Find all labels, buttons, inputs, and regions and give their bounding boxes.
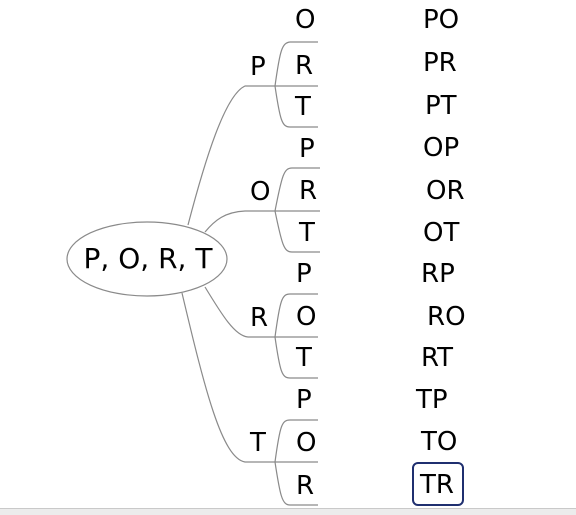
result-pr[interactable]: PR [423,48,457,78]
root-edge-p [187,85,275,226]
r-edge-t [274,336,318,379]
r-child-t-label[interactable]: T [296,343,312,373]
p-edge-t [274,85,318,128]
root-edge-o [204,210,275,233]
branch-r-label[interactable]: R [250,303,269,333]
r-edge-p [274,293,318,338]
t-child-o-label[interactable]: O [296,428,317,458]
result-op[interactable]: OP [423,133,460,163]
result-po[interactable]: PO [423,5,460,35]
branch-t-label[interactable]: T [250,428,266,458]
p-child-t-label[interactable]: T [295,92,311,122]
p-child-r-label[interactable]: R [295,51,314,81]
r-child-o-label[interactable]: O [296,302,317,332]
result-tp[interactable]: TP [416,385,448,415]
root-edge-r [204,286,275,338]
branch-o-label[interactable]: O [250,177,271,207]
selected-result-box[interactable] [412,462,464,506]
branch-p-label[interactable]: P [250,52,266,82]
horizontal-scrollbar[interactable] [0,508,576,515]
result-ro[interactable]: RO [427,302,466,332]
t-child-p-label[interactable]: P [296,385,312,415]
result-or[interactable]: OR [426,176,465,206]
result-to[interactable]: TO [421,427,458,457]
o-child-r-label[interactable]: R [299,176,318,206]
o-child-p-label[interactable]: P [299,134,315,164]
o-edge-p [274,167,320,212]
t-edge-p [274,419,318,463]
o-child-t-label[interactable]: T [299,218,315,248]
p-child-o-label[interactable]: O [295,5,316,35]
r-child-p-label[interactable]: P [296,259,312,289]
t-child-r-label[interactable]: R [296,471,315,501]
root-node-label: P, O, R, T [83,242,213,275]
result-rp[interactable]: RP [421,259,455,289]
result-tr[interactable]: TR [420,470,454,500]
root-edge-t [181,292,275,463]
result-rt[interactable]: RT [421,343,454,373]
result-pt[interactable]: PT [425,91,457,121]
root-node-ellipse[interactable] [66,221,228,297]
result-ot[interactable]: OT [423,218,460,248]
p-edge-o [274,41,318,87]
o-edge-t [274,210,320,253]
t-edge-r [274,461,318,506]
